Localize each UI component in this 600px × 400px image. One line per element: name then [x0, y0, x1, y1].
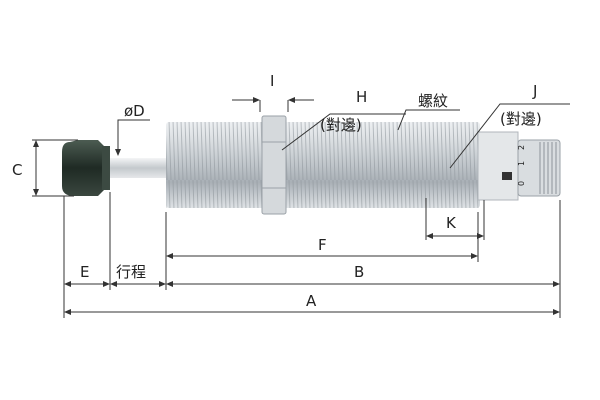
thread-texture — [166, 122, 480, 208]
knob-scale-2: 2 — [517, 145, 526, 150]
label-stroke: 行程 — [116, 263, 146, 281]
label-e: E — [80, 263, 89, 281]
label-k: K — [446, 214, 457, 232]
label-c: C — [12, 161, 22, 179]
dimension-d — [115, 119, 150, 156]
label-h: H — [356, 88, 367, 106]
adjust-knob — [517, 139, 561, 197]
extension-lines — [32, 100, 561, 318]
piston-rod — [110, 158, 168, 178]
knob-scale-1: 1 — [517, 161, 526, 166]
label-i: I — [270, 72, 274, 90]
dimension-stroke — [110, 281, 166, 287]
rubber-tip — [62, 140, 104, 196]
tip-collar — [102, 146, 110, 190]
dimension-k — [426, 233, 484, 239]
label-h-note: (對邊) — [320, 116, 362, 134]
labels: C øD I H (對邊) 螺紋 J (對邊) K F E 行程 B A — [12, 72, 542, 310]
knob-scale-0: 0 — [517, 181, 526, 186]
shock-absorber: 0 1 2 — [62, 115, 561, 215]
label-j-note: (對邊) — [500, 110, 542, 128]
dimension-i — [232, 97, 314, 103]
dimension-b — [166, 281, 560, 287]
label-b: B — [354, 263, 364, 281]
dimension-e — [64, 281, 110, 287]
label-d: øD — [124, 102, 145, 120]
knob-knurl — [539, 142, 557, 194]
hex-nut — [261, 115, 287, 215]
label-f: F — [318, 236, 327, 254]
dimension-f — [166, 253, 478, 259]
end-cap — [477, 131, 519, 201]
dimension-c — [33, 140, 39, 196]
label-a: A — [306, 292, 317, 310]
end-cap-brand — [502, 172, 512, 180]
label-thread: 螺紋 — [418, 92, 448, 110]
leader-lines — [281, 103, 570, 169]
label-j: J — [532, 82, 537, 100]
dimension-a — [64, 309, 560, 315]
